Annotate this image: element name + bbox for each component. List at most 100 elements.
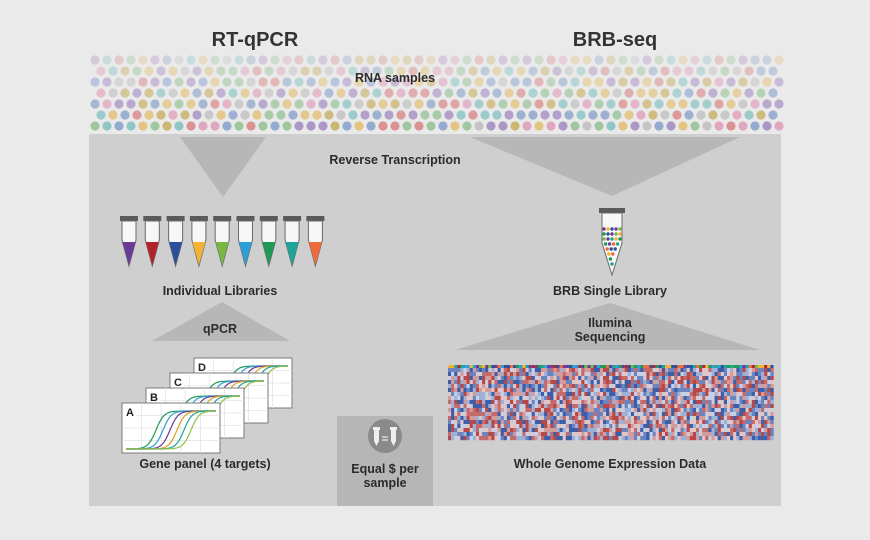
heatmap-cell — [758, 424, 762, 429]
left-pyramid — [152, 302, 290, 341]
rna-sample-dot — [684, 66, 694, 76]
rna-sample-dot — [618, 77, 628, 87]
heatmap-cell — [472, 388, 477, 393]
heatmap-cell — [472, 404, 477, 409]
heatmap-cell — [534, 412, 539, 417]
rna-sample-dot — [192, 110, 202, 120]
heatmap-cell — [584, 428, 588, 433]
rna-sample-dot — [582, 77, 592, 87]
heatmap-cell — [702, 424, 706, 429]
rna-sample-dot — [666, 99, 676, 109]
heatmap-cell — [671, 436, 675, 441]
sequencing-line-2: Sequencing — [574, 330, 646, 344]
heatmap-cell — [730, 388, 734, 393]
rna-sample-dot — [90, 121, 100, 131]
heatmap-cell — [553, 380, 557, 385]
heatmap-cell — [578, 424, 582, 429]
heatmap-cell — [531, 376, 535, 381]
heatmap-cell — [745, 384, 749, 389]
heatmap-cell — [652, 404, 656, 409]
heatmap-cell — [770, 384, 774, 389]
sample-barcode — [544, 365, 548, 368]
heatmap-cell — [646, 432, 650, 437]
rna-sample-dot — [174, 77, 184, 87]
heatmap-cell — [550, 404, 554, 409]
heatmap-cell — [479, 436, 483, 441]
library-dot — [602, 232, 606, 236]
heatmap-cell — [531, 400, 535, 405]
heatmap-cell — [491, 380, 495, 385]
heatmap-cell — [479, 424, 483, 429]
heatmap-cell — [730, 376, 734, 381]
heatmap-cell — [615, 424, 619, 429]
sample-barcode — [733, 365, 737, 368]
heatmap-cell — [497, 436, 501, 441]
heatmap-cell — [736, 400, 740, 405]
heatmap-cell — [643, 428, 647, 433]
heatmap-cell — [593, 424, 597, 429]
heatmap-cell — [547, 424, 551, 429]
heatmap-cell — [720, 436, 725, 441]
heatmap-cell — [745, 404, 749, 409]
library-dot — [603, 242, 608, 246]
rna-sample-dot — [96, 88, 106, 98]
rna-sample-dot — [408, 66, 418, 76]
heatmap-cell — [671, 368, 675, 373]
rna-sample-dot — [696, 66, 706, 76]
heatmap-cell — [603, 380, 607, 385]
heatmap-cell — [587, 412, 591, 417]
heatmap-cell — [609, 400, 613, 405]
heatmap-cell — [646, 372, 650, 377]
rna-sample-dot — [624, 110, 634, 120]
heatmap-cell — [661, 432, 666, 437]
rna-sample-dot — [282, 121, 292, 131]
rna-sample-dot — [642, 121, 652, 131]
heatmap-cell — [646, 392, 650, 397]
heatmap-cell — [559, 400, 563, 405]
rna-sample-dot — [558, 55, 568, 65]
heatmap-cell — [541, 392, 545, 397]
heatmap-cell — [599, 376, 604, 381]
sample-barcode — [754, 365, 758, 368]
rna-sample-dot — [396, 88, 406, 98]
rna-sample-dot — [744, 66, 754, 76]
rna-sample-dot — [594, 99, 604, 109]
heatmap-cell — [466, 420, 470, 425]
heatmap-cell — [643, 376, 647, 381]
rna-sample-dot — [294, 77, 304, 87]
heatmap-cell — [572, 416, 576, 421]
heatmap-cell — [503, 376, 508, 381]
heatmap-cell — [475, 380, 480, 385]
heatmap-cell — [637, 424, 641, 429]
heatmap-cell — [640, 428, 644, 433]
heatmap-cell — [745, 412, 749, 417]
heatmap-cell — [556, 424, 560, 429]
sample-barcode — [522, 365, 526, 368]
heatmap-cell — [643, 368, 647, 373]
heatmap-cell — [630, 404, 635, 409]
heatmap-cell — [479, 372, 483, 377]
rna-sample-dot — [654, 121, 664, 131]
rna-sample-dot — [342, 55, 352, 65]
heatmap-cell — [646, 376, 650, 381]
heatmap-cell — [590, 408, 594, 413]
heatmap-cell — [637, 392, 641, 397]
heatmap-cell — [745, 372, 749, 377]
rna-sample-dot — [750, 121, 760, 131]
rna-sample-dot — [258, 99, 268, 109]
heatmap-cell — [528, 388, 532, 393]
heatmap-cell — [565, 384, 570, 389]
heatmap-cell — [488, 392, 492, 397]
heatmap-cell — [758, 428, 762, 433]
heatmap-cell — [637, 376, 641, 381]
heatmap-cell — [621, 424, 625, 429]
sample-barcode — [531, 365, 535, 368]
heatmap-cell — [522, 436, 526, 441]
heatmap-cell — [603, 428, 607, 433]
heatmap-cell — [767, 376, 771, 381]
heatmap-cell — [534, 372, 539, 377]
sample-barcode — [714, 365, 718, 368]
heatmap-cell — [745, 436, 749, 441]
sample-barcode — [593, 365, 597, 368]
